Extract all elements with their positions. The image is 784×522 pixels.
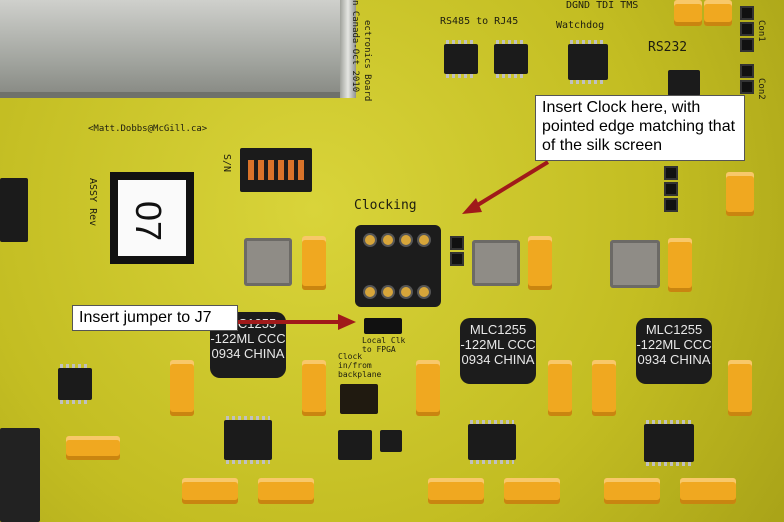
header-pin xyxy=(664,198,678,212)
silk-rs232: RS232 xyxy=(648,40,688,55)
capacitor-top-2 xyxy=(704,0,732,26)
inductor-large-3: MLC1255 -122ML CCC 0934 CHINA xyxy=(636,318,712,384)
header-pin xyxy=(740,22,754,36)
inductor-large-2: MLC1255 -122ML CCC 0934 CHINA xyxy=(460,318,536,384)
capacitor xyxy=(428,478,484,504)
arrow-to-jumper-icon xyxy=(238,314,356,330)
rs232-chip xyxy=(668,70,700,96)
capacitor xyxy=(258,478,314,504)
clock-socket[interactable] xyxy=(355,225,441,307)
ic-chip xyxy=(338,430,372,460)
ic-chip xyxy=(380,430,402,452)
ic-chip xyxy=(340,384,378,414)
clock-header-pin xyxy=(450,236,464,250)
capacitor xyxy=(548,360,572,416)
capacitor xyxy=(604,478,660,504)
silk-email: <Matt.Dobbs@McGill.ca> xyxy=(88,124,208,134)
silk-local-clk: Local Clk to FPGA xyxy=(362,336,406,354)
left-component xyxy=(0,428,40,522)
capacitor xyxy=(170,360,194,416)
inductor-small-3 xyxy=(610,240,660,288)
ic-chip xyxy=(468,420,516,464)
header-pin xyxy=(664,182,678,196)
board-id-label: 07 xyxy=(110,172,194,264)
dip-switch xyxy=(240,148,312,192)
inductor-small-1 xyxy=(244,238,292,286)
silk-rs485: RS485 to RJ45 xyxy=(440,16,519,27)
clock-callout: Insert Clock here, with pointed edge mat… xyxy=(535,95,745,161)
header-pin xyxy=(664,166,678,180)
capacitor-right xyxy=(726,172,754,216)
watchdog-chip xyxy=(568,40,608,84)
capacitor xyxy=(528,236,552,290)
capacitor xyxy=(302,360,326,416)
silk-dgnd: DGND TDI TMS xyxy=(566,0,639,11)
capacitor xyxy=(416,360,440,416)
jumper-callout: Insert jumper to J7 xyxy=(72,305,238,331)
ic-chip xyxy=(644,420,694,466)
capacitor xyxy=(182,478,238,504)
clock-header-pin xyxy=(450,252,464,266)
silk-clocking: Clocking xyxy=(354,198,417,213)
capacitor xyxy=(66,436,120,460)
ic-chip xyxy=(58,364,92,404)
header-pin xyxy=(740,6,754,20)
capacitor xyxy=(728,360,752,416)
capacitor xyxy=(592,360,616,416)
j7-jumper-header[interactable] xyxy=(364,318,402,334)
capacitor xyxy=(504,478,560,504)
rs485-chip-2 xyxy=(494,40,528,78)
header-pin xyxy=(740,64,754,78)
capacitor xyxy=(680,478,736,504)
silk-watchdog: Watchdog xyxy=(556,20,605,31)
shield-edge xyxy=(340,0,356,98)
header-pin xyxy=(740,38,754,52)
ic-chip xyxy=(224,416,272,464)
arrow-to-clock-icon xyxy=(462,160,550,214)
capacitor xyxy=(668,238,692,292)
metal-shield xyxy=(0,0,350,98)
silk-clock-io: Clock in/from backplane xyxy=(338,352,382,379)
capacitor-top-1 xyxy=(674,0,702,26)
capacitor xyxy=(302,236,326,290)
header-pin xyxy=(740,80,754,94)
rs485-chip-1 xyxy=(444,40,478,78)
left-component xyxy=(0,178,28,242)
inductor-small-2 xyxy=(472,240,520,286)
